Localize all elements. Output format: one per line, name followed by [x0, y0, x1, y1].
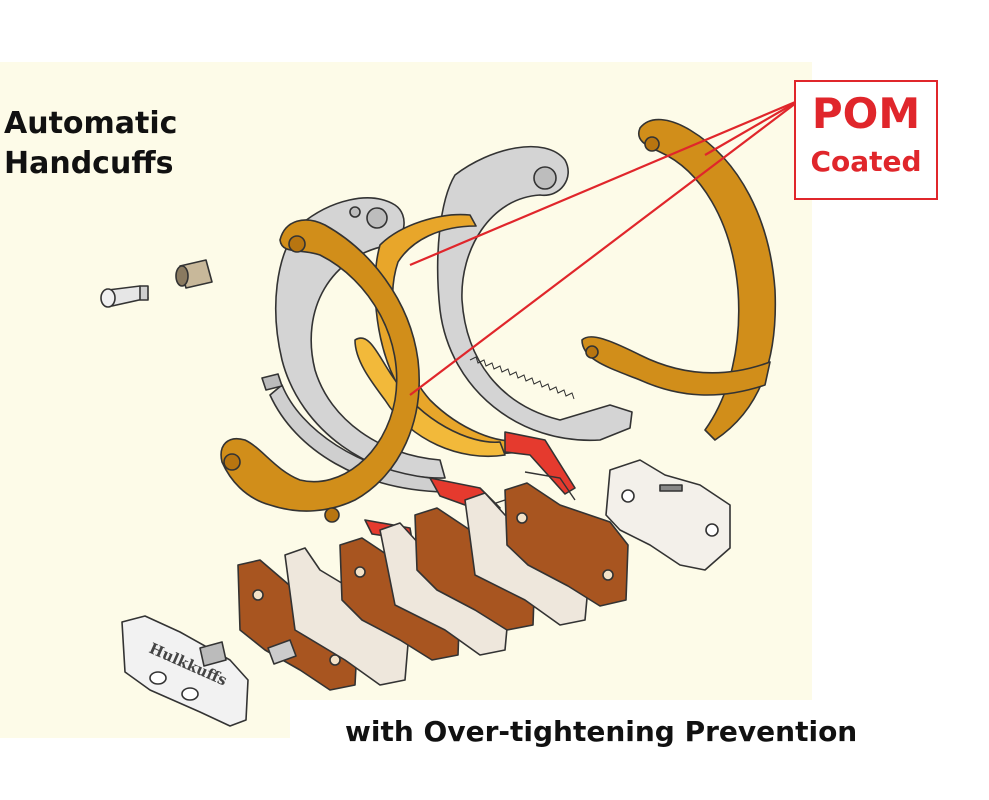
pom-coated-callout: POM Coated	[794, 80, 938, 200]
grey-ring-frame-left	[275, 197, 446, 479]
pom-rear-ring	[581, 118, 777, 441]
title-line-2: Handcuffs	[4, 146, 174, 181]
title-line-1: Automatic	[4, 106, 178, 141]
callout-line-2: Coated	[810, 145, 922, 178]
diagram-title: Automatic Handcuffs	[4, 104, 177, 184]
end-plate-right	[605, 459, 731, 571]
diagram-caption: with Over-tightening Prevention	[345, 715, 858, 748]
small-screw	[261, 373, 297, 665]
callout-leader-lines	[409, 98, 801, 396]
pin-part	[100, 285, 149, 308]
bushing-part	[175, 259, 213, 289]
pom-front-ring	[220, 219, 420, 523]
grey-ring-frame-right	[436, 145, 633, 442]
brown-plate-4	[504, 482, 629, 607]
callout-line-1: POM	[811, 89, 921, 138]
caption-background	[290, 700, 860, 762]
end-plate-left: Hulkkuffs	[121, 615, 249, 727]
